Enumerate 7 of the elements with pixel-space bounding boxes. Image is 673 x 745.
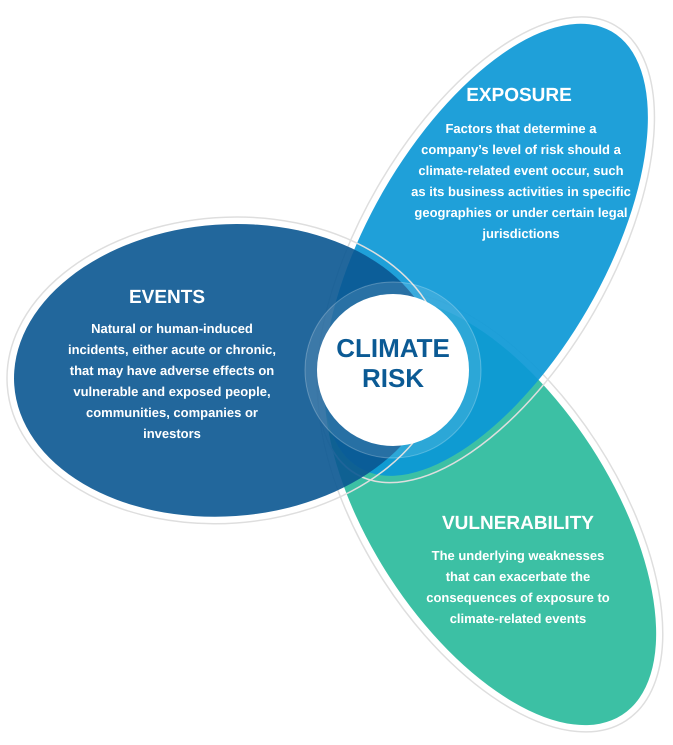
petal-description: The underlying weaknesses that can exacerbate the consequences of exposure to climate-related events xyxy=(425,546,611,628)
petal-heading: VULNERABILITY xyxy=(440,512,595,536)
center-label: CLIMATE RISK xyxy=(335,333,451,393)
petal-heading: EXPOSURE xyxy=(465,84,573,108)
petal-heading: EVENTS xyxy=(128,286,206,310)
petal-description: Factors that determine a company’s level of risk should a climate-related event occur, such as its business activities in specific geographies or under certain legal jurisdictions xyxy=(410,120,632,243)
petal-description: Natural or human-induced incidents, either acute or chronic, that may have adverse effects on vulnerable and exposed people, communities, companies or investors xyxy=(66,320,278,443)
